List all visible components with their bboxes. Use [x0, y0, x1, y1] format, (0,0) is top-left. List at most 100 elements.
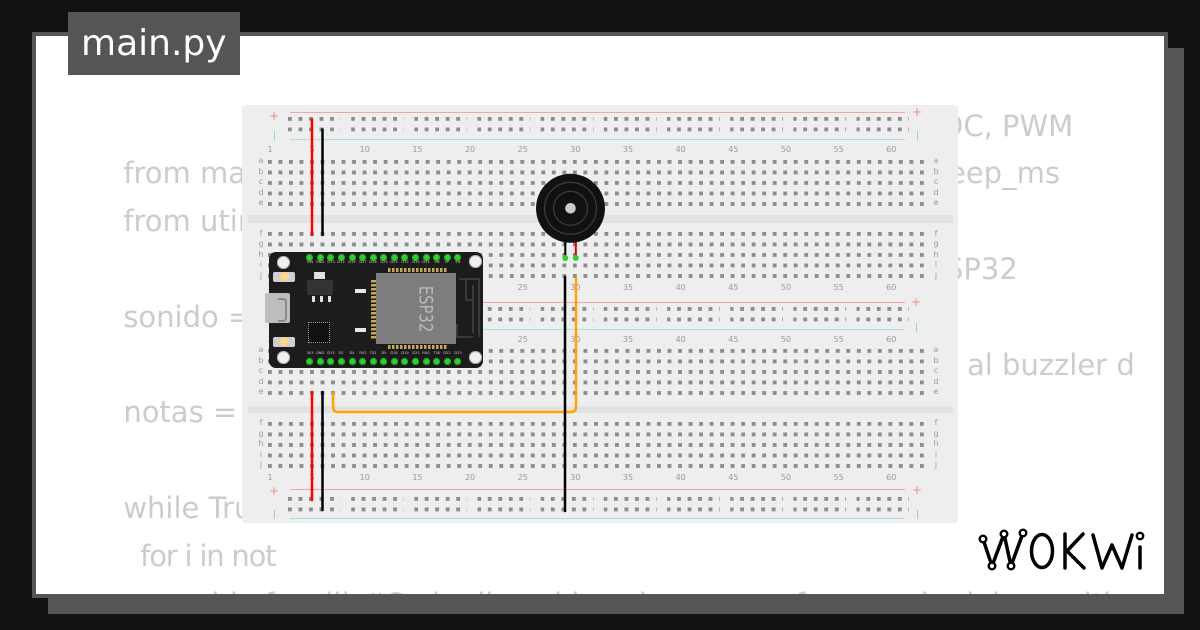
row-letter: i: [934, 449, 938, 459]
code-text-right: al buzzler d: [967, 347, 1135, 382]
esp32-pin[interactable]: D25: [380, 252, 388, 266]
rail-plus-marker: +: [911, 105, 923, 119]
module-castellated-pins: [388, 268, 448, 272]
regulator-leg: [320, 296, 323, 302]
esp32-pin[interactable]: D32: [401, 252, 409, 266]
logo-letter-k-icon: [1063, 532, 1086, 570]
esp32-pin[interactable]: VN: [433, 252, 441, 266]
pin-label: D35: [411, 259, 420, 264]
esp32-pin[interactable]: RX0: [422, 350, 430, 366]
logo-letter-w-icon: [1091, 533, 1134, 570]
column-number: 30: [570, 145, 581, 154]
rail-plus-marker: +: [911, 482, 923, 497]
pin-label: TX2: [369, 351, 377, 356]
esp32-pin[interactable]: D27: [359, 252, 367, 266]
column-number: 60: [886, 335, 897, 344]
esp32-pin[interactable]: D26: [369, 252, 377, 266]
pin-label: D4: [349, 351, 355, 356]
esp32-pin[interactable]: D23: [454, 350, 462, 366]
logo-letter-o-icon: [1029, 532, 1055, 570]
row-letter: b: [258, 355, 264, 365]
esp32-pin[interactable]: TX0: [433, 350, 441, 366]
mount-hole-icon: [468, 254, 482, 268]
column-number: 60: [886, 283, 897, 292]
row-letter: c: [933, 177, 939, 187]
esp32-top-pin-header: VIN GND D13 D12 D14 D27 D26 D25 D33 D3: [306, 252, 466, 266]
esp32-pin[interactable]: VIN: [306, 252, 314, 266]
pin-connector-icon: [359, 253, 367, 261]
column-number: 40: [675, 473, 686, 482]
terminal-strip-upper-a-e[interactable]: [268, 159, 925, 206]
pin-label: D23: [454, 351, 462, 356]
row-letter: e: [258, 198, 264, 208]
code-line: sonido.freq(i) #Se le dice al buzzler en…: [68, 533, 1138, 594]
logo-node-icon: [1135, 531, 1145, 541]
rail-minus-marker: [917, 130, 918, 140]
pin-connector-icon: [401, 253, 409, 261]
boot-button[interactable]: [273, 336, 295, 347]
column-number: 20: [464, 473, 476, 482]
esp32-pin[interactable]: RX2: [359, 350, 367, 366]
esp32-pin[interactable]: GND: [316, 350, 324, 366]
esp32-pin[interactable]: GND: [316, 252, 324, 266]
row-letter: h: [933, 249, 939, 259]
esp32-pin[interactable]: D12: [337, 252, 345, 266]
pin-label: D5: [381, 351, 387, 356]
esp32-pin[interactable]: D33: [390, 252, 398, 266]
esp32-pin[interactable]: D34: [422, 252, 430, 266]
pin-connector-icon: [412, 253, 420, 261]
power-rail-bottom[interactable]: [288, 497, 910, 512]
esp32-pin[interactable]: D13: [327, 252, 335, 266]
esp32-pin[interactable]: D5: [380, 350, 388, 366]
esp32-pin[interactable]: D18: [390, 350, 398, 366]
row-letter: g: [258, 239, 264, 249]
column-number: 45: [728, 283, 739, 292]
terminal-strip-lower-f-j[interactable]: [268, 421, 925, 468]
column-number: 50: [780, 335, 792, 344]
en-button[interactable]: [273, 271, 295, 282]
voltage-regulator: [307, 280, 333, 295]
esp32-pin[interactable]: D22: [443, 350, 451, 366]
column-number: 35: [622, 335, 634, 344]
row-letter: i: [259, 260, 263, 270]
esp32-pin[interactable]: D15: [327, 350, 335, 366]
esp32-pin[interactable]: D14: [348, 252, 356, 266]
power-rail-top[interactable]: [288, 117, 910, 132]
row-letter: f: [934, 228, 938, 238]
esp32-pin[interactable]: 3V3: [306, 350, 314, 366]
pin-label: D21: [411, 351, 420, 356]
esp32-pin[interactable]: D4: [348, 350, 356, 366]
esp32-pin[interactable]: EN: [454, 252, 462, 266]
pin-label: VP: [445, 259, 450, 264]
regulator-tab: [314, 272, 325, 279]
column-number: 30: [570, 283, 581, 292]
esp32-pin[interactable]: D21: [411, 350, 420, 366]
column-number: 45: [728, 145, 739, 154]
file-tab[interactable]: main.py: [68, 12, 240, 75]
esp32-pin[interactable]: TX2: [369, 350, 377, 366]
regulator-leg: [312, 296, 315, 302]
esp32-pin[interactable]: D35: [412, 252, 420, 266]
row-letter: i: [934, 260, 938, 270]
code-text-right: DC, PWM: [941, 108, 1074, 143]
esp32-pin[interactable]: VP: [443, 252, 451, 266]
column-number: 15: [412, 145, 423, 154]
logo-node-icon: [978, 534, 988, 544]
column-number: 10: [359, 473, 370, 482]
pin-label: D33: [390, 259, 399, 264]
column-number: 25: [517, 283, 528, 292]
esp32-devkit-board[interactable]: ESP32 VIN GND D13 D12 D14 D27 D26 D25: [265, 252, 483, 368]
row-letter: a: [933, 345, 939, 355]
esp32-pin[interactable]: D2: [337, 350, 345, 366]
column-number: 60: [886, 473, 897, 482]
pin-label: D27: [358, 259, 367, 264]
row-letter: b: [258, 166, 264, 176]
esp32-pin[interactable]: D19: [401, 350, 409, 366]
